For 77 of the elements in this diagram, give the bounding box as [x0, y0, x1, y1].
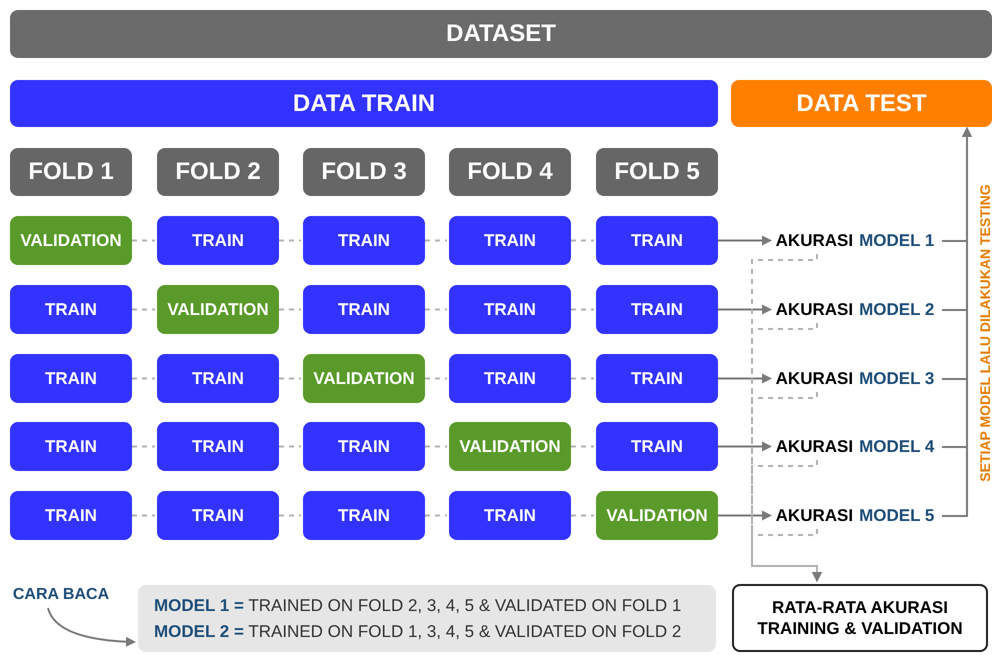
- dashed-connector: [279, 378, 301, 380]
- dashed-connector: [279, 514, 301, 516]
- dashed-connector: [425, 378, 447, 380]
- arrow: [47, 608, 136, 647]
- dashed-connector: [571, 308, 594, 310]
- train-block: TRAIN: [303, 422, 425, 471]
- arrow: [718, 510, 772, 520]
- dashed-connector: [425, 514, 447, 516]
- average-accuracy-box: RATA-RATA AKURASI TRAINING & VALIDATION: [732, 584, 988, 652]
- data-train-bar: DATA TRAIN: [10, 80, 718, 127]
- train-block: TRAIN: [10, 491, 132, 540]
- dashed-connector: [571, 446, 594, 448]
- dashed-connector: [751, 529, 822, 582]
- accuracy-label: AKURASI: [776, 230, 854, 252]
- train-block: TRAIN: [157, 354, 279, 403]
- note-line: MODEL 1 = TRAINED ON FOLD 2, 3, 4, 5 & VALIDATED ON FOLD 1: [154, 595, 682, 617]
- train-block: TRAIN: [303, 216, 425, 265]
- model-label: MODEL 3: [859, 368, 934, 390]
- dashed-connector: [571, 378, 594, 380]
- train-block: TRAIN: [596, 285, 718, 334]
- dashed-connector: [132, 308, 155, 310]
- validation-block: VALIDATION: [10, 216, 132, 265]
- accuracy-label: AKURASI: [776, 436, 854, 458]
- arrow: [718, 304, 772, 314]
- train-block: TRAIN: [449, 354, 571, 403]
- dashed-connector: [425, 308, 447, 310]
- model-label: MODEL 2: [859, 299, 934, 322]
- vertical-caption: SETIAP MODEL LALU DILAKUKAN TESTING: [977, 183, 992, 484]
- train-block: TRAIN: [596, 422, 718, 471]
- train-block: TRAIN: [449, 491, 571, 540]
- dashed-connector: [132, 446, 155, 448]
- validation-block: VALIDATION: [449, 422, 571, 471]
- note-line: MODEL 2 = TRAINED ON FOLD 1, 3, 4, 5 & VALIDATED ON FOLD 2: [154, 620, 682, 642]
- arrow: [942, 127, 972, 517]
- fold-header: FOLD 1: [10, 148, 132, 196]
- validation-block: VALIDATION: [157, 285, 279, 334]
- train-block: TRAIN: [449, 216, 571, 265]
- model-label: MODEL 4: [859, 436, 934, 458]
- validation-block: VALIDATION: [596, 491, 718, 540]
- train-block: TRAIN: [10, 285, 132, 334]
- train-block: TRAIN: [303, 491, 425, 540]
- train-block: TRAIN: [10, 422, 132, 471]
- fold-header: FOLD 2: [157, 148, 279, 196]
- fold-header: FOLD 3: [303, 148, 425, 196]
- train-block: TRAIN: [596, 216, 718, 265]
- dashed-connector: [132, 240, 155, 242]
- train-block: TRAIN: [449, 285, 571, 334]
- model-label: MODEL 5: [859, 505, 934, 528]
- dashed-connector: [279, 308, 301, 310]
- fold-header: FOLD 4: [449, 148, 571, 196]
- dashed-connector: [279, 446, 301, 448]
- model-label: MODEL 1: [859, 230, 934, 252]
- arrow: [718, 442, 772, 452]
- dashed-connector: [571, 514, 594, 516]
- accuracy-label: AKURASI: [776, 299, 854, 322]
- train-block: TRAIN: [303, 285, 425, 334]
- how-to-read-label: CARA BACA: [8, 584, 114, 606]
- dashed-connector: [279, 240, 301, 242]
- accuracy-label: AKURASI: [776, 368, 854, 390]
- accuracy-label: AKURASI: [776, 505, 854, 528]
- dashed-connector: [571, 240, 594, 242]
- dashed-connector: [132, 514, 155, 516]
- dataset-bar: DATASET: [10, 10, 992, 58]
- train-block: TRAIN: [157, 216, 279, 265]
- validation-block: VALIDATION: [303, 354, 425, 403]
- dashed-connector: [425, 240, 447, 242]
- dashed-connector: [425, 446, 447, 448]
- train-block: TRAIN: [10, 354, 132, 403]
- train-block: TRAIN: [596, 354, 718, 403]
- train-block: TRAIN: [157, 422, 279, 471]
- arrow: [718, 374, 772, 384]
- train-block: TRAIN: [157, 491, 279, 540]
- data-test-bar: DATA TEST: [731, 80, 992, 127]
- reading-note-panel: [138, 585, 716, 652]
- dashed-connector: [132, 378, 155, 380]
- arrow: [718, 236, 772, 246]
- fold-header: FOLD 5: [596, 148, 718, 196]
